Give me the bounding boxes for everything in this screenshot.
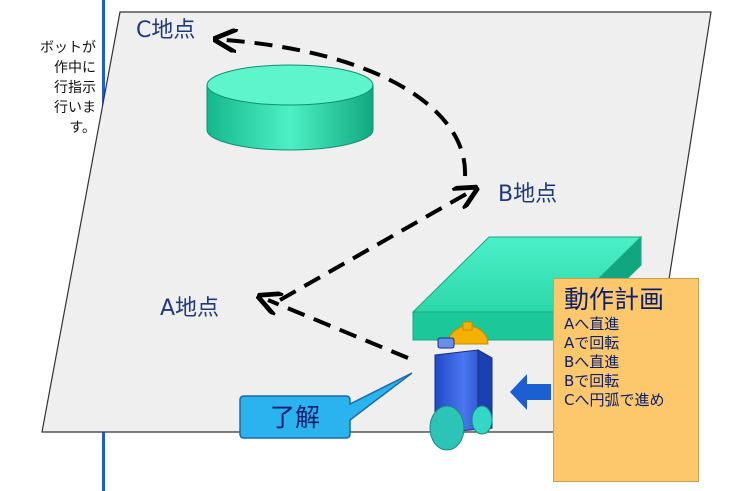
motion-plan-title: 動作計画 xyxy=(564,285,665,314)
robot-icon xyxy=(429,321,493,451)
plan-arrow-icon xyxy=(510,374,551,410)
instruction-line: 行指示 xyxy=(54,80,96,96)
plan-step: Aへ直進 xyxy=(564,315,620,333)
instruction-line: 行いま xyxy=(54,100,96,116)
path-robot-to-a xyxy=(268,300,409,360)
cylinder-obstacle xyxy=(206,64,374,151)
path-b-to-c-arc xyxy=(225,40,468,177)
plan-step: Bで回転 xyxy=(564,372,620,390)
motion-plan-box: 動作計画 Aへ直進 Aで回転 Bへ直進 Bで回転 Cへ円弧で進め xyxy=(553,278,699,482)
point-c-label: C地点 xyxy=(136,18,196,43)
point-a-label: A地点 xyxy=(160,296,220,321)
plan-step: Aで回転 xyxy=(564,334,620,352)
plan-step: Cへ円弧で進め xyxy=(564,391,665,409)
instruction-line: す。 xyxy=(69,120,96,136)
path-a-to-b xyxy=(279,193,468,302)
instruction-line: ボットが xyxy=(40,40,96,56)
reply-text: 了解 xyxy=(269,403,320,432)
instruction-text: ボットが 作中に 行指示 行いま す。 xyxy=(0,38,96,138)
reply-speech-bubble xyxy=(239,372,413,439)
plan-step: Bへ直進 xyxy=(564,353,620,371)
point-b-label: B地点 xyxy=(498,182,558,207)
instruction-line: 作中に xyxy=(54,60,96,76)
